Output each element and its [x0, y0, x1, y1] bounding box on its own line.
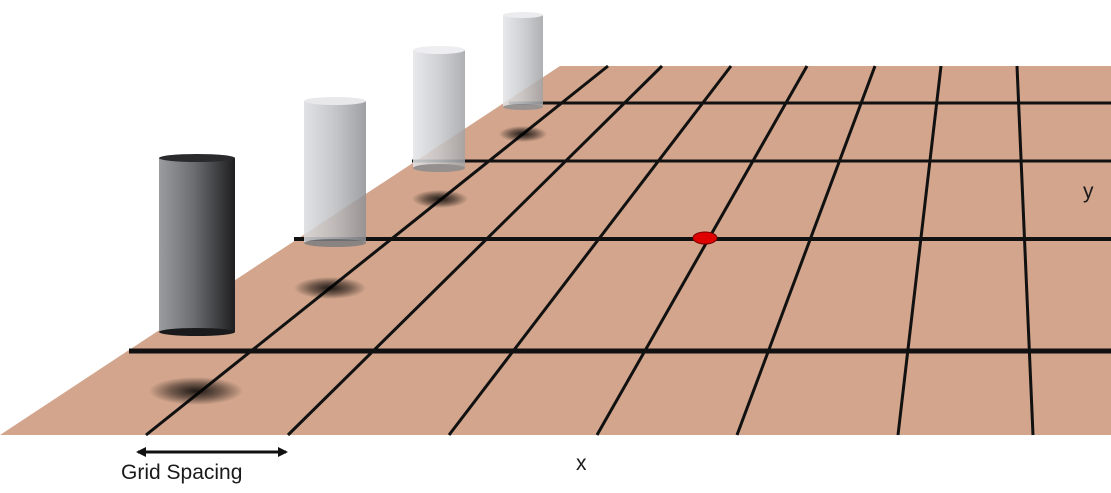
ground-plane: [0, 66, 1111, 435]
cylinder-4: [503, 12, 543, 110]
cylinder-shadows: [149, 126, 547, 405]
grid-spacing-label: Grid Spacing: [121, 461, 243, 484]
cylinder-shadow-3: [412, 190, 468, 208]
cylinder-2: [304, 97, 366, 247]
cylinder-1: [159, 154, 235, 336]
grid-line-v3: [447, 65, 733, 436]
x-axis-label: x: [576, 452, 587, 475]
cylinder-shadow-2: [294, 277, 366, 299]
target-point: [692, 231, 718, 245]
grid-line-v2: [286, 64, 664, 437]
grid-line-v4: [595, 65, 809, 436]
grid-line-v5: [735, 65, 877, 436]
cylinder-3: [413, 46, 465, 172]
cylinder-shadow-4: [499, 126, 547, 142]
grid-line-v6: [896, 65, 943, 436]
grid-line-v7: [1015, 65, 1035, 436]
cylinder-shadow-1: [149, 377, 243, 405]
y-axis-label: y: [1083, 180, 1094, 203]
